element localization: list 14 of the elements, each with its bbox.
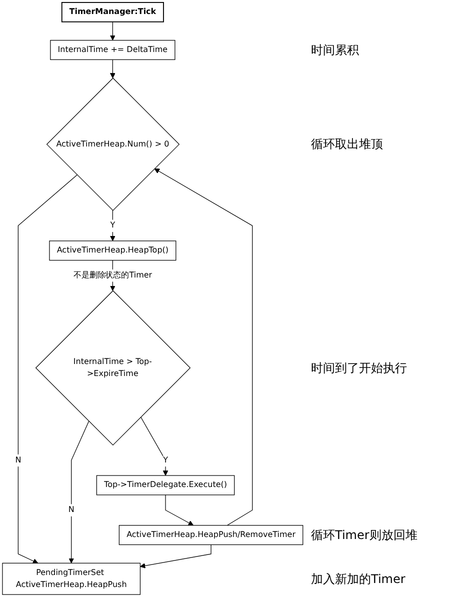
annotation-text: 循环Timer则放回堆 [311, 527, 418, 544]
annotation-text: 时间到了开始执行 [311, 360, 407, 376]
annotation-text: 加入新加的Timer [311, 570, 406, 587]
arrow [165, 494, 194, 526]
annotation-text: 时间累积 [311, 42, 359, 58]
arrow [140, 416, 168, 476]
arrow [110, 59, 116, 78]
annotation-text: 循环取出堆顶 [311, 136, 383, 152]
arrow [110, 22, 116, 41]
arrow [140, 544, 212, 568]
arrow [110, 210, 116, 242]
arrow [68, 420, 90, 564]
arrow [154, 168, 253, 526]
arrow [18, 174, 78, 564]
